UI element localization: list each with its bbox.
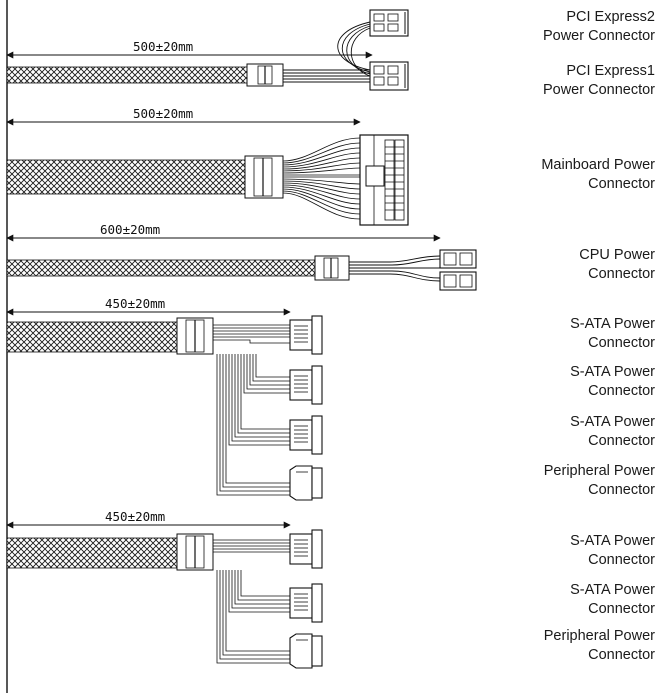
label-line2: Connector (588, 601, 655, 617)
sata-connector-4 (289, 529, 323, 569)
label-line1: S-ATA Power (570, 533, 655, 549)
label-line1: PCI Express1 (566, 63, 655, 79)
sata-cable-group1: 450±20mm (6, 296, 323, 501)
label-line1: S-ATA Power (570, 364, 655, 380)
label-line1: PCI Express2 (566, 9, 655, 25)
pci-express-cable: 500±20mm (6, 9, 409, 91)
label-sata-power-3: S-ATA Power Connector (570, 413, 655, 451)
pci-express2-connector (369, 9, 409, 37)
mainboard-connector (359, 134, 409, 226)
label-line2: Connector (588, 482, 655, 498)
label-line2: Connector (588, 647, 655, 663)
sata-connector-2 (289, 365, 323, 405)
sata-group2-dimension-label: 450±20mm (105, 509, 165, 524)
label-mainboard-power: Mainboard Power Connector (541, 156, 655, 194)
label-line1: S-ATA Power (570, 316, 655, 332)
label-cpu-power: CPU Power Connector (579, 246, 655, 284)
label-line2: Connector (588, 176, 655, 192)
label-line1: S-ATA Power (570, 414, 655, 430)
label-sata-power-1: S-ATA Power Connector (570, 315, 655, 353)
label-line1: CPU Power (579, 247, 655, 263)
label-line2: Connector (588, 383, 655, 399)
label-line2: Connector (588, 433, 655, 449)
label-line2: Connector (588, 266, 655, 282)
sata-group1-dimension-label: 450±20mm (105, 296, 165, 311)
label-line2: Connector (588, 552, 655, 568)
mainboard-cable: 500±20mm (6, 106, 409, 226)
label-line1: S-ATA Power (570, 582, 655, 598)
label-sata-power-4: S-ATA Power Connector (570, 532, 655, 570)
sata-cable-group2: 450±20mm (6, 509, 323, 669)
peripheral-connector-2 (289, 633, 323, 669)
pci-express1-connector (369, 61, 409, 91)
cpu-connector (439, 249, 477, 291)
label-line2: Power Connector (542, 82, 655, 98)
label-peripheral-power-2: Peripheral Power Connector (544, 627, 655, 665)
label-sata-power-5: S-ATA Power Connector (570, 581, 655, 619)
pci-dimension-label: 500±20mm (133, 39, 193, 54)
label-pci-express2: PCI Express2 Power Connector (543, 8, 655, 46)
label-pci-express1: PCI Express1 Power Connector (543, 62, 655, 100)
label-line2: Power Connector (542, 28, 655, 44)
sata-connector-3 (289, 415, 323, 455)
label-sata-power-2: S-ATA Power Connector (570, 363, 655, 401)
label-line1: Peripheral Power (543, 628, 655, 644)
sata-connector-5 (289, 583, 323, 623)
peripheral-connector-1 (289, 465, 323, 501)
cpu-dimension-label: 600±20mm (100, 222, 160, 237)
label-line1: Mainboard Power (541, 157, 655, 173)
sata-connector-1 (289, 315, 323, 355)
mainboard-dimension-label: 500±20mm (133, 106, 193, 121)
label-peripheral-power-1: Peripheral Power Connector (544, 462, 655, 500)
cpu-cable: 600±20mm (6, 222, 477, 291)
label-line1: Peripheral Power (543, 463, 655, 479)
label-line2: Connector (588, 335, 655, 351)
